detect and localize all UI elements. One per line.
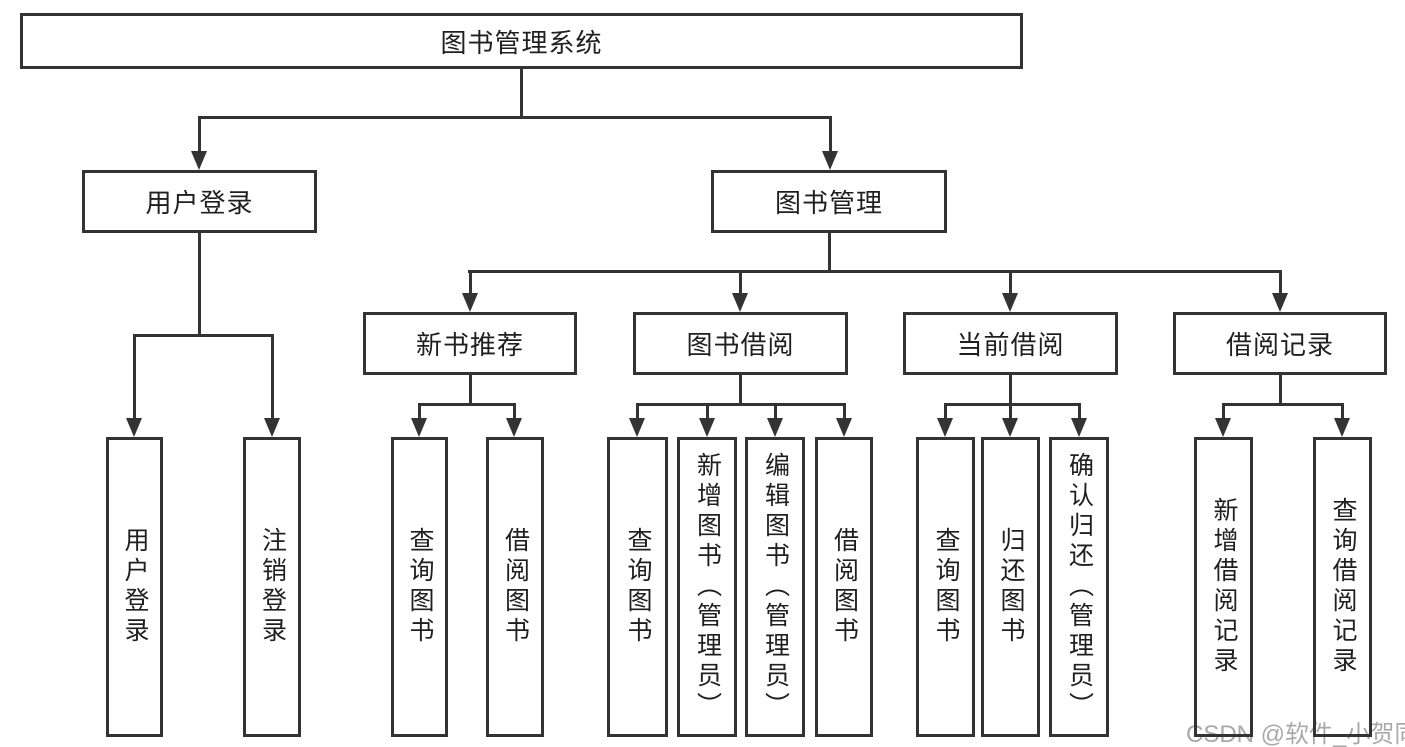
arrow-to-leaf-add-record	[1215, 403, 1232, 437]
connector-user-login-stem	[198, 233, 201, 335]
connector-current-borrowing-stem	[1009, 375, 1012, 405]
node-label: 用户登录	[121, 527, 149, 647]
node-label: 归还图书	[997, 527, 1025, 647]
connector-new-book-stem	[469, 375, 472, 405]
node-label: 新书推荐	[415, 330, 524, 360]
connector-borrow-records-horizontal	[1222, 403, 1344, 406]
connector-level3-horizontal	[468, 270, 1282, 273]
leaf-logout: 注销登录	[243, 437, 301, 737]
node-label: 用户登录	[145, 188, 254, 218]
node-label: 借阅图书	[501, 527, 530, 647]
node-book-management: 图书管理	[711, 170, 947, 233]
node-label: 新增借阅记录	[1210, 497, 1238, 677]
leaf-query-borrow-record: 查询借阅记录	[1313, 437, 1372, 737]
leaf-query-books-b: 查询图书	[607, 437, 668, 737]
leaf-borrow-books-b: 借阅图书	[815, 437, 873, 737]
node-book-borrowing: 图书借阅	[633, 312, 848, 375]
connector-book-management-stem	[828, 233, 831, 272]
node-label: 当前借阅	[956, 330, 1065, 360]
arrow-to-borrow-records	[1272, 270, 1289, 312]
node-label: 确认归还（管理员）	[1065, 452, 1094, 722]
arrow-to-leaf-logout	[264, 334, 281, 437]
arrow-to-book-borrowing	[732, 270, 749, 312]
arrow-to-leaf-user-login	[126, 334, 143, 437]
node-label: 新增图书（管理员）	[693, 452, 722, 722]
connector-root-stem	[520, 68, 523, 118]
connector-book-borrowing-horizontal	[636, 403, 846, 406]
node-label: 注销登录	[258, 527, 287, 647]
node-label: 查询图书	[624, 527, 652, 647]
node-label: 图书管理	[774, 188, 883, 218]
arrow-to-leaf-edit-book	[767, 403, 784, 437]
node-label: 查询图书	[932, 527, 960, 647]
leaf-add-book-admin: 新增图书（管理员）	[677, 437, 737, 737]
arrow-to-leaf-query-books-a	[411, 403, 428, 437]
arrow-to-book-management	[822, 116, 839, 170]
node-user-login: 用户登录	[82, 170, 317, 233]
connector-current-borrowing-horizontal	[944, 403, 1081, 406]
csdn-watermark: CSDN @软件_小贺同学	[1186, 721, 1405, 747]
arrow-to-leaf-query-books-c	[937, 403, 954, 437]
connector-new-book-horizontal	[418, 403, 516, 406]
arrow-to-leaf-add-book	[699, 403, 716, 437]
connector-book-borrowing-stem	[739, 375, 742, 405]
node-label: 借阅记录	[1225, 330, 1334, 360]
node-label: 查询借阅记录	[1329, 497, 1357, 677]
node-label: 图书借阅	[686, 330, 795, 360]
node-label: 查询图书	[406, 527, 434, 647]
leaf-edit-book-admin: 编辑图书（管理员）	[745, 437, 805, 737]
arrow-to-leaf-borrow-books-b	[836, 403, 853, 437]
connector-user-login-horizontal	[133, 334, 274, 337]
node-label: 图书管理系统	[440, 27, 603, 58]
arrow-to-current-borrowing	[1002, 270, 1019, 312]
connector-borrow-records-stem	[1279, 375, 1282, 405]
leaf-return-books: 归还图书	[981, 437, 1040, 737]
arrow-to-leaf-return-books	[1002, 403, 1019, 437]
node-library-management-system: 图书管理系统	[20, 13, 1023, 69]
arrow-to-new-book-recommend	[462, 270, 479, 312]
arrow-to-user-login	[191, 116, 208, 170]
arrow-to-leaf-query-record	[1334, 403, 1351, 437]
leaf-borrow-books-a: 借阅图书	[486, 437, 544, 737]
node-current-borrowing: 当前借阅	[903, 312, 1118, 375]
node-label: 编辑图书（管理员）	[761, 452, 790, 722]
arrow-to-leaf-query-books-b	[629, 403, 646, 437]
connector-level1-horizontal	[198, 116, 832, 119]
leaf-add-borrow-record: 新增借阅记录	[1194, 437, 1253, 737]
leaf-user-login: 用户登录	[106, 437, 163, 737]
leaf-confirm-return-admin: 确认归还（管理员）	[1049, 437, 1109, 737]
node-borrow-records: 借阅记录	[1173, 312, 1387, 375]
arrow-to-leaf-confirm-return	[1071, 403, 1088, 437]
arrow-to-leaf-borrow-books-a	[506, 403, 523, 437]
node-new-book-recommend: 新书推荐	[363, 312, 577, 375]
leaf-query-books-c: 查询图书	[916, 437, 975, 737]
leaf-query-books-a: 查询图书	[391, 437, 448, 737]
node-label: 借阅图书	[830, 527, 859, 647]
